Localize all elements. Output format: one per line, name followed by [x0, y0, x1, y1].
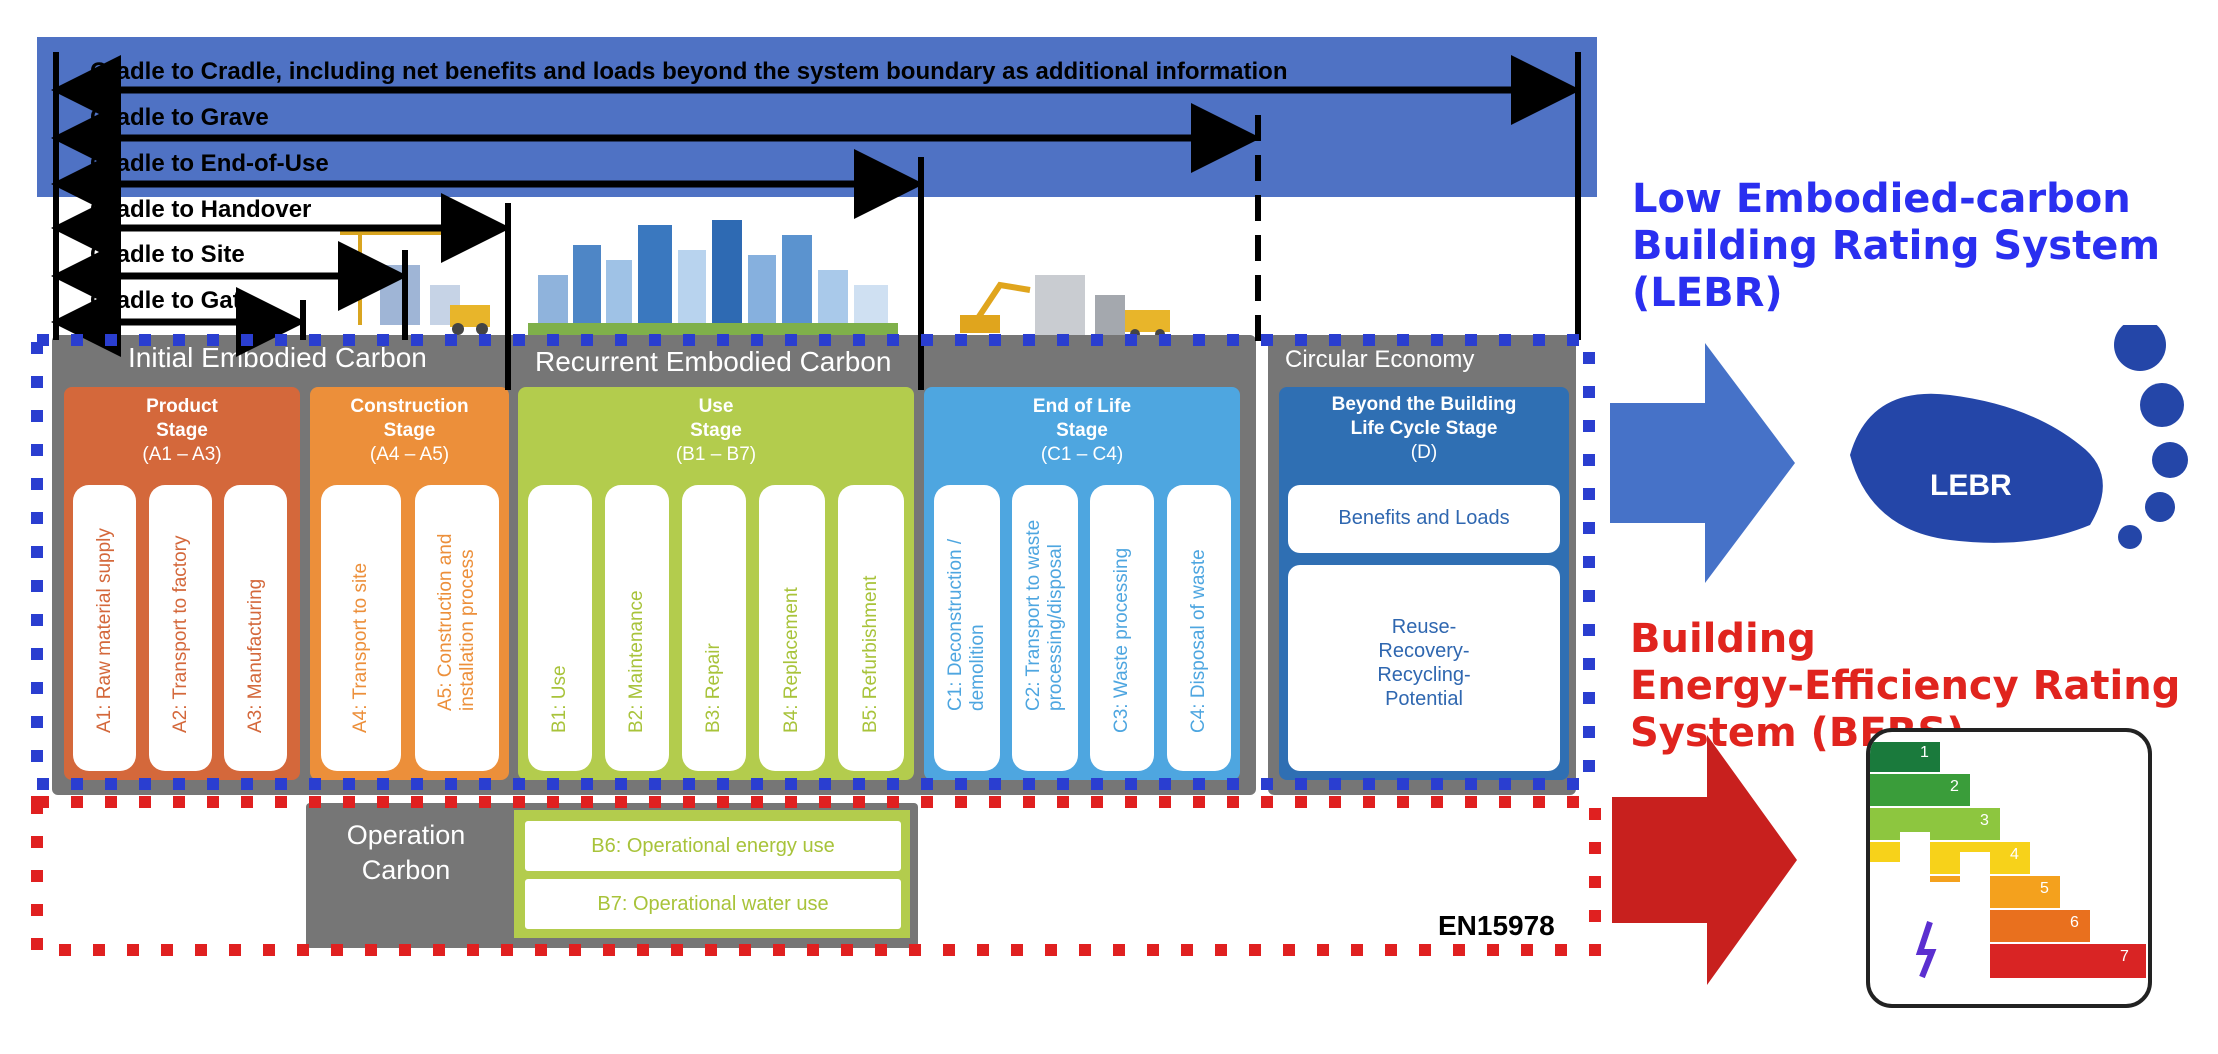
- operation-carbon-title: Operation Carbon: [346, 820, 466, 885]
- end-of-life-stage: End of Life Stage (C1 – C4) C1: Deconstr…: [924, 387, 1240, 780]
- module-c4: C4: Disposal of waste: [1167, 485, 1231, 771]
- operation-b6-box: B6: Operational energy use: [522, 818, 904, 874]
- building-outline-icon: [1870, 832, 1990, 982]
- construction-stage: Construction Stage (A4 – A5) A4: Transpo…: [310, 387, 509, 780]
- standard-label: EN15978: [1438, 910, 1555, 941]
- reuse-recovery-box: Reuse- Recovery- Recycling- Potential: [1288, 565, 1560, 771]
- bers-grade-6: 6: [2070, 914, 2079, 931]
- module-c3: C3: Waste processing: [1090, 485, 1154, 771]
- module-a4: A4: Transport to site: [321, 485, 401, 771]
- use-stage-code: (B1 – B7): [675, 444, 757, 465]
- module-c1: C1: Deconstruction / demolition: [934, 485, 1000, 771]
- module-b3: B3: Repair: [682, 485, 746, 771]
- beyond-stage-code: (D): [1410, 442, 1438, 463]
- section-title-circular: Circular Economy: [1285, 346, 1475, 373]
- benefits-loads-label: Benefits and Loads: [1338, 507, 1510, 529]
- module-a1: A1: Raw material supply: [73, 485, 136, 771]
- bers-grade-3: 3: [1980, 812, 1989, 829]
- bers-grade-5: 5: [2040, 880, 2049, 897]
- module-b4: B4: Replacement: [759, 485, 825, 771]
- use-stage: Use Stage (B1 – B7) B1: Use B2: Maintena…: [518, 387, 914, 780]
- bers-grade-2-bar: [1870, 774, 1970, 806]
- operation-b7-box: B7: Operational water use: [522, 876, 904, 932]
- lebr-arrow-icon: [1610, 343, 1795, 583]
- bers-grade-4: 4: [2010, 846, 2019, 863]
- bers-arrow-icon: [1612, 735, 1797, 985]
- lebr-logo-text: LEBR: [1930, 469, 2012, 502]
- bers-title: Building Energy-Efficiency Rating System…: [1630, 616, 2181, 756]
- use-stage-title: Use Stage: [690, 396, 742, 441]
- construction-stage-code: (A4 – A5): [369, 444, 450, 465]
- bers-energy-label: 1 2 3 4 5 6 7: [1866, 728, 2152, 1008]
- bers-grade-7: 7: [2120, 948, 2129, 965]
- lebr-title: Low Embodied-carbon Building Rating Syst…: [1632, 176, 2161, 316]
- module-b1: B1: Use: [528, 485, 592, 771]
- end-of-life-stage-title: End of Life Stage: [1032, 396, 1132, 441]
- module-b2: B2: Maintenance: [605, 485, 669, 771]
- city-skyline-illustration: [528, 220, 898, 335]
- product-stage-code: (A1 – A3): [142, 444, 222, 465]
- module-b5: B5: Refurbishment: [838, 485, 904, 771]
- bers-grade-2: 2: [1950, 778, 1959, 795]
- section-title-recurrent: Recurrent Embodied Carbon: [535, 346, 892, 377]
- reuse-recovery-label: Reuse- Recovery- Recycling- Potential: [1377, 616, 1471, 710]
- bers-grade-1-bar: [1870, 742, 1940, 772]
- end-of-life-stage-code: (C1 – C4): [1040, 444, 1124, 465]
- bers-grade-1: 1: [1920, 744, 1929, 761]
- construction-stage-title: Construction Stage: [350, 396, 469, 441]
- product-stage-title: Product Stage: [146, 396, 218, 441]
- product-stage: Product Stage (A1 – A3) A1: Raw material…: [64, 387, 300, 780]
- footprint-logo-icon: LEBR: [1850, 325, 2188, 549]
- benefits-loads-box: Benefits and Loads: [1288, 485, 1560, 553]
- module-a5: A5: Construction and installation proces…: [415, 485, 499, 771]
- beyond-stage-title: Beyond the Building Life Cycle Stage: [1331, 394, 1517, 439]
- module-a2: A2: Transport to factory: [149, 485, 212, 771]
- module-c2: C2: Transport to waste processing/dispos…: [1012, 485, 1078, 771]
- beyond-stage: Beyond the Building Life Cycle Stage (D)…: [1279, 387, 1569, 780]
- module-a3: A3: Manufacturing: [224, 485, 287, 771]
- bers-grade-3-bar: [1870, 808, 2000, 840]
- demolition-illustration: [960, 275, 1170, 339]
